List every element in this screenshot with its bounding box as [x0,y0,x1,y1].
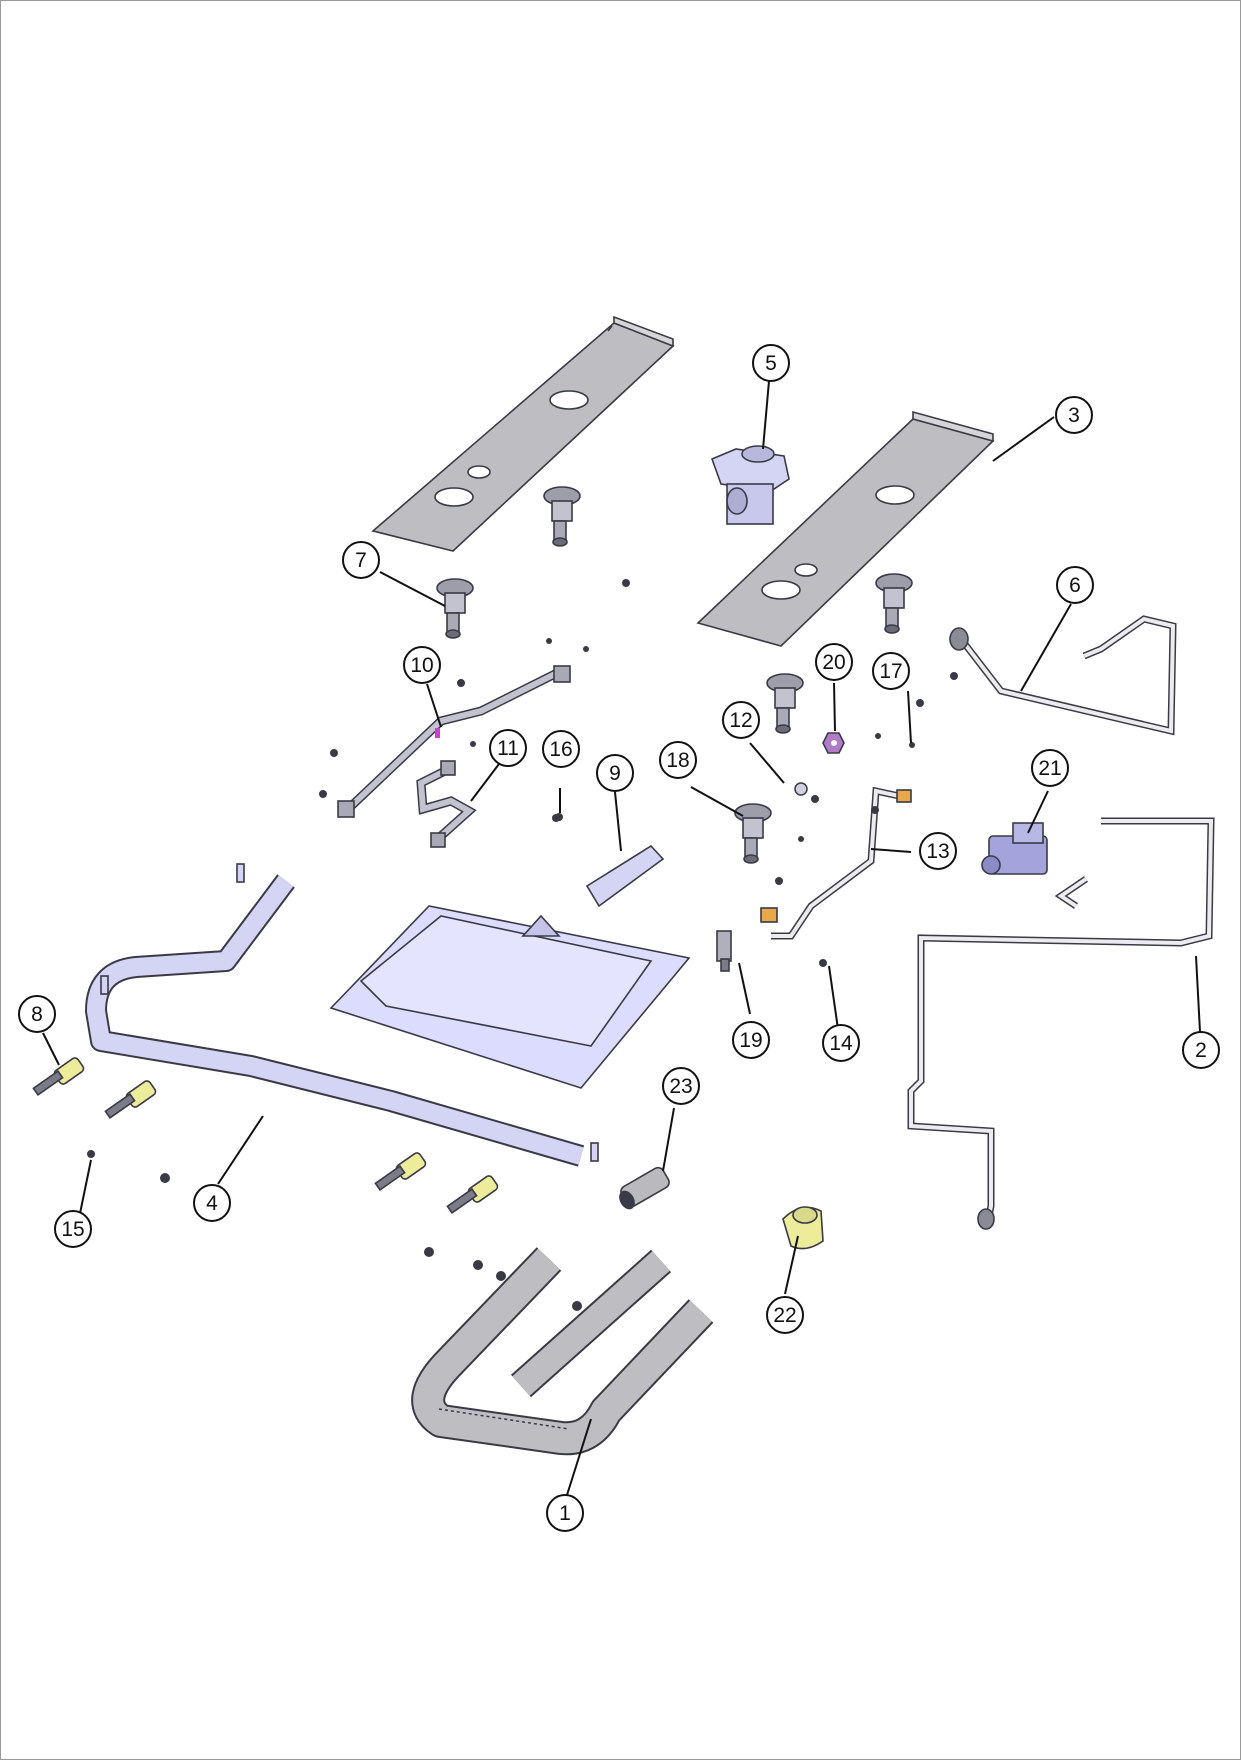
callout-6: 6 [1056,566,1094,604]
callout-7: 7 [342,541,380,579]
burner-orifice [32,1057,85,1096]
pipe-elbow [782,1206,824,1250]
burner-manifold [85,863,599,1167]
callout-9: 9 [596,754,634,792]
callout-17: 17 [872,652,910,690]
callout-label: 20 [822,651,845,674]
flex-hose-short [416,760,477,848]
callout-label: 23 [669,1075,692,1098]
gas-valve [766,673,804,734]
pipe-nipple [619,1166,670,1210]
gas-valve [734,803,772,864]
callout-label: 17 [879,660,902,683]
callout-label: 21 [1038,757,1061,780]
heat-shield-left [371,315,675,552]
callout-label: 19 [739,1029,762,1052]
gas-valve [875,573,913,634]
hex-nut [822,732,845,754]
callout-11: 11 [489,729,527,767]
callout-4: 4 [193,1184,231,1222]
callout-label: 12 [729,709,752,732]
callout-5: 5 [752,344,790,382]
callout-14: 14 [822,1024,860,1062]
callout-label: 1 [559,1502,571,1525]
callout-label: 5 [765,352,777,375]
callout-label: 15 [61,1218,84,1241]
gas-valve [436,578,474,639]
igniter-electrode [716,930,732,972]
callout-1: 1 [546,1494,584,1532]
gas-pipe-upper [949,615,1177,736]
gas-valve [543,486,581,547]
callout-23: 23 [662,1067,700,1105]
callout-label: 3 [1068,404,1080,427]
regulator [710,445,790,525]
callout-label: 11 [497,737,519,760]
callout-10: 10 [403,646,441,684]
callout-18: 18 [659,741,697,779]
callout-19: 19 [732,1021,770,1059]
callout-label: 7 [355,549,367,572]
callout-label: 6 [1069,574,1081,597]
callout-label: 2 [1195,1039,1207,1062]
callout-16: 16 [542,730,580,768]
burner-orifice [446,1175,499,1214]
callout-label: 18 [666,749,689,772]
callout-label: 4 [206,1192,218,1215]
callout-15: 15 [54,1210,92,1248]
burner-orifice [104,1080,157,1119]
callout-label: 9 [609,762,621,785]
small-fasteners [87,579,958,1311]
callout-12: 12 [722,701,760,739]
leader-lines [42,380,1201,1496]
callout-22: 22 [766,1296,804,1334]
callout-label: 14 [829,1032,853,1055]
callout-label: 16 [549,738,572,761]
callout-label: 8 [31,1003,43,1026]
gas-pipe-main [907,817,1215,1230]
callout-2: 2 [1182,1031,1220,1069]
callout-8: 8 [18,995,56,1033]
heat-shield-right [696,410,995,647]
burner-orifice [374,1152,427,1191]
flex-hose [337,665,571,818]
u-burner [411,1247,714,1456]
callout-label: 13 [926,840,949,863]
solenoid-valve [981,822,1048,875]
gas-pipe-short [760,786,912,940]
callout-13: 13 [919,832,957,870]
burner-box [329,844,691,1089]
callout-3: 3 [1055,396,1093,434]
callout-label: 10 [410,654,433,677]
callout-label: 22 [773,1304,796,1327]
callout-21: 21 [1031,749,1069,787]
callout-20: 20 [815,643,853,681]
